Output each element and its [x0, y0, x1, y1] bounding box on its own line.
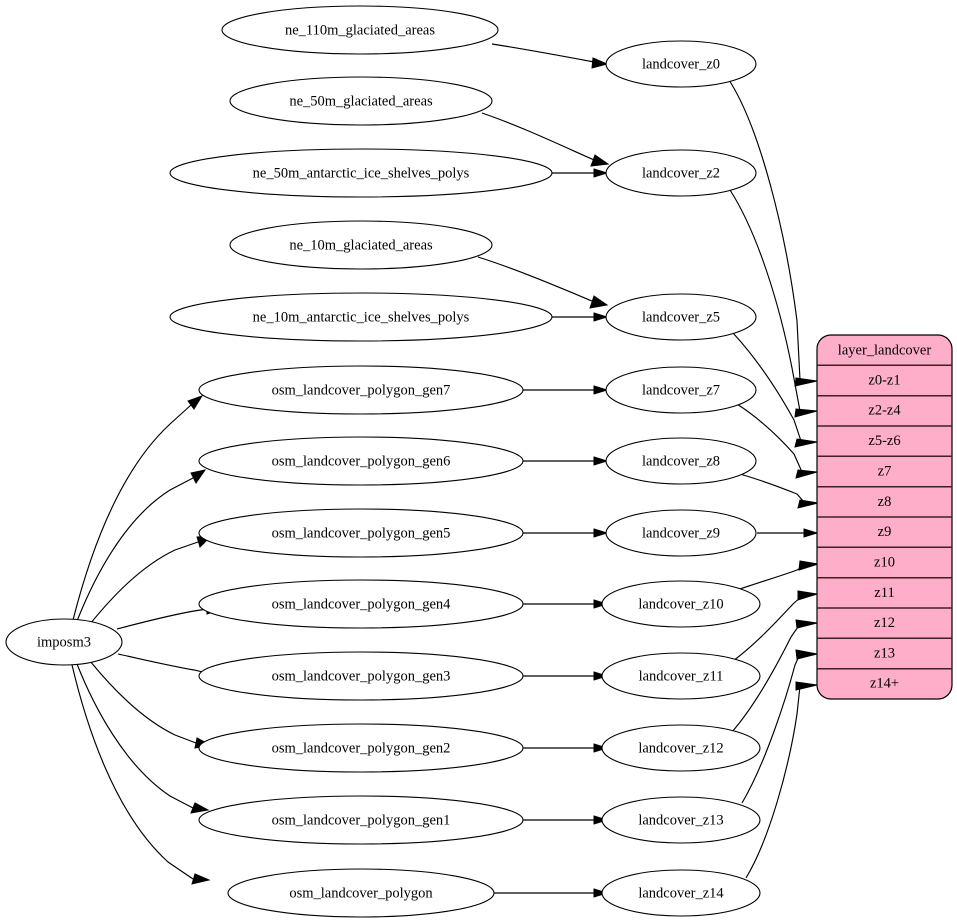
edge-polygon-to-z14: [493, 888, 609, 898]
edge-z2-to-row-z2z4: [729, 189, 818, 418]
node-label: imposm3: [37, 634, 91, 650]
node-osm_landcover_polygon_gen1[interactable]: osm_landcover_polygon_gen1: [198, 795, 524, 845]
edge-z5-to-row-z5z6: [732, 332, 818, 448]
node-layer_landcover-record[interactable]: layer_landcover z0-z1 z2-z4 z5-z6 z7 z8 …: [816, 334, 953, 700]
node-landcover_z13[interactable]: landcover_z13: [601, 796, 761, 844]
node-label: ne_50m_antarctic_ice_shelves_polys: [253, 165, 470, 181]
node-imposm3[interactable]: imposm3: [5, 618, 123, 666]
edge-gen1-to-z13: [523, 815, 609, 825]
edge-z14-to-row-z14plus: [745, 681, 818, 879]
node-label: landcover_z8: [642, 453, 720, 469]
edge-gen2-to-z12: [522, 743, 609, 753]
node-osm_landcover_polygon[interactable]: osm_landcover_polygon: [227, 868, 495, 918]
node-osm_landcover_polygon_gen4[interactable]: osm_landcover_polygon_gen4: [198, 579, 524, 629]
edge-imposm3-to-gen2: [89, 660, 212, 749]
osm-node-group: osm_landcover_polygon_gen7 osm_landcover…: [198, 365, 524, 918]
node-label: osm_landcover_polygon_gen4: [272, 596, 452, 612]
node-ne_110m_glaciated_areas[interactable]: ne_110m_glaciated_areas: [221, 5, 499, 55]
edge-z9-to-row-z9: [757, 528, 819, 538]
edge-ne110m-to-z0: [491, 43, 609, 69]
node-osm_landcover_polygon_gen2[interactable]: osm_landcover_polygon_gen2: [198, 723, 524, 773]
edge-z10-to-row-z10: [736, 560, 819, 591]
edge-z8-to-row-z8: [739, 473, 819, 509]
record-row-label: z8: [878, 494, 892, 510]
node-label: landcover_z14: [638, 885, 724, 901]
edge-z0-to-row-z0z1: [728, 79, 818, 387]
edge-gen6-to-z8: [523, 456, 609, 466]
node-label: osm_landcover_polygon: [289, 885, 433, 901]
record-row-label: z5-z6: [868, 433, 900, 449]
node-landcover_z7[interactable]: landcover_z7: [605, 366, 757, 414]
node-label: landcover_z2: [642, 165, 720, 181]
edge-imposm3-to-gen7: [72, 395, 204, 621]
record-row-label: z10: [874, 554, 895, 570]
node-osm_landcover_polygon_gen3[interactable]: osm_landcover_polygon_gen3: [198, 651, 524, 701]
edge-gen4-to-z10: [523, 599, 609, 609]
node-osm_landcover_polygon_gen7[interactable]: osm_landcover_polygon_gen7: [198, 365, 524, 415]
node-label: osm_landcover_polygon_gen7: [272, 382, 451, 398]
record-row-label: z7: [878, 463, 892, 479]
edge-z7-to-row-z7: [736, 403, 818, 479]
node-landcover_z0[interactable]: landcover_z0: [605, 40, 757, 88]
record-row-label: z9: [878, 524, 892, 540]
node-landcover_z11[interactable]: landcover_z11: [601, 652, 761, 700]
edge-gen3-to-z11: [522, 671, 609, 681]
node-label: ne_50m_glaciated_areas: [289, 93, 433, 109]
record-row-label: z12: [874, 615, 895, 631]
edge-gen7-to-z7: [523, 385, 609, 395]
node-label: landcover_z12: [638, 740, 723, 756]
node-label: landcover_z7: [642, 382, 720, 398]
record-row-label: z14+: [870, 675, 899, 691]
landcover-node-group: landcover_z0 landcover_z2 landcover_z5 l…: [601, 40, 761, 917]
node-label: landcover_z9: [642, 525, 720, 541]
node-label: osm_landcover_polygon_gen1: [272, 812, 451, 828]
edge-ne50m-antarctic-to-z2: [552, 168, 609, 178]
node-label: osm_landcover_polygon_gen6: [272, 453, 451, 469]
node-label: landcover_z5: [642, 309, 720, 325]
node-osm_landcover_polygon_gen5[interactable]: osm_landcover_polygon_gen5: [198, 508, 524, 558]
node-label: landcover_z11: [639, 668, 724, 684]
record-row-label: z0-z1: [868, 372, 900, 388]
node-label: osm_landcover_polygon_gen3: [272, 668, 451, 684]
node-label: landcover_z0: [642, 56, 720, 72]
node-ne_50m_antarctic_ice_shelves_polys[interactable]: ne_50m_antarctic_ice_shelves_polys: [169, 148, 553, 198]
edge-ne50m-glaciated-to-z2: [481, 112, 610, 167]
node-landcover_z8[interactable]: landcover_z8: [605, 437, 757, 485]
edge-ne10m-glaciated-to-z5: [477, 256, 609, 309]
edge-imposm3-to-gen1: [76, 663, 210, 814]
record-row-label: z2-z4: [868, 402, 901, 418]
node-label: ne_10m_glaciated_areas: [289, 237, 433, 253]
node-landcover_z14[interactable]: landcover_z14: [601, 869, 761, 917]
record-row-label: z11: [874, 585, 894, 601]
node-ne_10m_antarctic_ice_shelves_polys[interactable]: ne_10m_antarctic_ice_shelves_polys: [169, 292, 553, 342]
edge-imposm3-to-gen6: [76, 469, 207, 622]
node-landcover_z10[interactable]: landcover_z10: [601, 580, 761, 628]
record-row-label: z13: [874, 645, 895, 661]
natural-earth-node-group: ne_110m_glaciated_areas ne_50m_glaciated…: [169, 5, 553, 342]
node-landcover_z12[interactable]: landcover_z12: [601, 724, 761, 772]
node-landcover_z9[interactable]: landcover_z9: [605, 509, 757, 557]
edge-z11-to-row-z11: [732, 590, 818, 662]
edge-gen5-to-z9: [523, 528, 609, 538]
node-label: osm_landcover_polygon_gen2: [272, 740, 451, 756]
record-header-label: layer_landcover: [838, 342, 932, 358]
edge-z12-to-row-z12: [730, 619, 818, 734]
node-landcover_z5[interactable]: landcover_z5: [605, 293, 757, 341]
node-ne_10m_glaciated_areas[interactable]: ne_10m_glaciated_areas: [229, 220, 493, 270]
edge-ne10m-antarctic-to-z5: [552, 312, 609, 322]
edge-z13-to-row-z13: [741, 649, 818, 804]
node-label: landcover_z10: [638, 596, 723, 612]
edge-layer: [71, 43, 819, 898]
node-osm_landcover_polygon_gen6[interactable]: osm_landcover_polygon_gen6: [198, 436, 524, 486]
node-label: landcover_z13: [638, 812, 723, 828]
node-landcover_z2[interactable]: landcover_z2: [605, 149, 757, 197]
node-label: ne_110m_glaciated_areas: [285, 22, 435, 38]
node-label: ne_10m_antarctic_ice_shelves_polys: [253, 309, 470, 325]
node-label: osm_landcover_polygon_gen5: [272, 525, 451, 541]
edge-imposm3-to-polygon: [71, 664, 211, 885]
node-ne_50m_glaciated_areas[interactable]: ne_50m_glaciated_areas: [229, 76, 493, 126]
